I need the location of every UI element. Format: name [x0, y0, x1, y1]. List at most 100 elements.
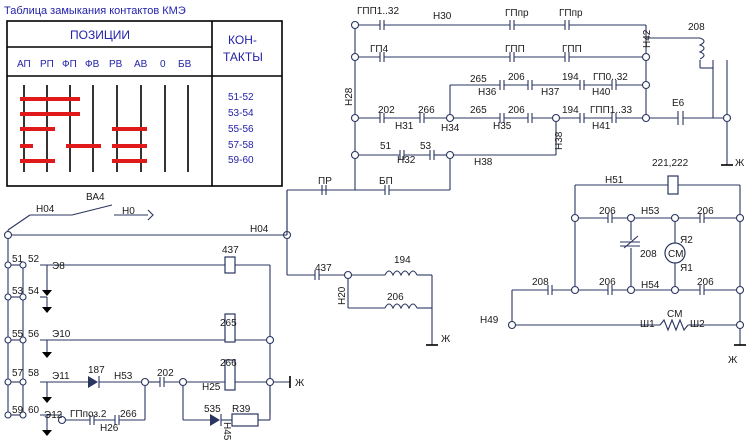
- label-c52: 52: [28, 254, 40, 265]
- label-n26: Н26: [100, 423, 119, 434]
- label-e8: Э8: [52, 261, 65, 272]
- label-n54: Н54: [641, 280, 660, 291]
- label-265-b: 265: [470, 105, 487, 116]
- label-e6: Е6: [672, 98, 685, 109]
- contact-closure-table: Таблица замыкания контактов КМЭ ПОЗИЦИИ …: [4, 5, 283, 187]
- label-gpp-1: ГПП: [505, 44, 525, 55]
- label-n53-left: Н53: [114, 371, 133, 382]
- label-gppoz: ГПпоз.2: [70, 409, 107, 420]
- label-53: 53: [420, 141, 432, 152]
- label-zh-2: Ж: [441, 334, 451, 345]
- label-265-a: 265: [470, 74, 487, 85]
- label-n28: Н28: [344, 87, 355, 106]
- label-535: 535: [204, 404, 221, 415]
- label-202-mid: 202: [378, 105, 395, 116]
- label-202-left: 202: [157, 368, 174, 379]
- contact-59-60: 59-60: [228, 155, 254, 166]
- label-208-top: 208: [688, 22, 705, 33]
- label-c57: 57: [12, 368, 24, 379]
- label-266-coil: 266: [220, 358, 237, 369]
- positions-header: ПОЗИЦИИ: [70, 28, 130, 42]
- position-av: АВ: [134, 59, 148, 70]
- label-187: 187: [88, 365, 105, 376]
- label-n40: Н40: [592, 87, 611, 98]
- label-n36: Н36: [478, 87, 497, 98]
- label-r39: R39: [232, 404, 251, 415]
- label-ya2: Я2: [680, 235, 693, 246]
- label-n04-b: Н04: [250, 224, 269, 235]
- position-bv: БВ: [178, 59, 192, 70]
- label-c53: 53: [12, 286, 24, 297]
- label-n42: Н42: [642, 29, 653, 48]
- label-c58: 58: [28, 368, 40, 379]
- table-title: Таблица замыкания контактов КМЭ: [4, 5, 186, 17]
- label-gppr-1: ГПпр: [505, 8, 529, 19]
- label-n0: Н0: [122, 206, 135, 217]
- label-194-b: 194: [562, 105, 579, 116]
- label-208-low: 208: [532, 277, 549, 288]
- label-bp: БП: [379, 176, 393, 187]
- label-n31: Н31: [395, 121, 414, 132]
- motor-circuit: 221,222 Н51 206 Н53 206 208 Я2 СМ Я1 208…: [480, 158, 746, 366]
- label-n30: Н30: [433, 11, 452, 22]
- position-fp: ФП: [62, 59, 77, 70]
- label-c56: 56: [28, 329, 40, 340]
- contact-55-56: 55-56: [228, 124, 254, 135]
- label-265-coil: 265: [220, 318, 237, 329]
- label-206-c: 206: [387, 292, 404, 303]
- label-51: 51: [380, 141, 392, 152]
- label-206-a: 206: [508, 72, 525, 83]
- position-rp: РП: [40, 59, 54, 70]
- label-c60: 60: [28, 405, 40, 416]
- contacts-header-2: ТАКТЫ: [223, 50, 263, 64]
- label-e10: Э10: [52, 329, 71, 340]
- label-c59: 59: [12, 405, 24, 416]
- label-va4: ВА4: [86, 192, 105, 203]
- label-206-e: 206: [697, 206, 714, 217]
- label-194-c: 194: [394, 255, 411, 266]
- label-zh-1: Ж: [735, 158, 745, 169]
- label-e12: Э12: [44, 410, 63, 421]
- label-zh-4: Ж: [728, 355, 738, 366]
- contact-51-52: 51-52: [228, 92, 254, 103]
- closure-bars: [20, 97, 147, 163]
- label-gpp1-33: ГПП1..33: [590, 105, 632, 116]
- label-gpp-2: ГПП: [562, 44, 582, 55]
- label-206-g: 206: [697, 277, 714, 288]
- label-266-mid: 266: [418, 105, 435, 116]
- label-c51: 51: [12, 254, 24, 265]
- label-c54: 54: [28, 286, 40, 297]
- label-n34: Н34: [441, 123, 460, 134]
- contacts-header-1: КОН-: [228, 33, 257, 47]
- label-sm-motor: СМ: [668, 249, 683, 260]
- label-gpp1-32: ГПП1..32: [357, 6, 399, 17]
- label-n37: Н37: [541, 87, 560, 98]
- label-pr: ПР: [318, 176, 332, 187]
- label-n38-vertical: Н38: [554, 131, 565, 150]
- label-sh1: Ш1: [640, 319, 655, 330]
- label-221-222: 221,222: [652, 158, 689, 169]
- label-n04-a: Н04: [36, 204, 55, 215]
- label-ya1: Я1: [680, 263, 693, 274]
- label-n32: Н32: [397, 155, 416, 166]
- label-gp4: ГП4: [370, 44, 389, 55]
- label-n51: Н51: [605, 175, 624, 186]
- label-194-a: 194: [562, 72, 579, 83]
- label-n45: Н45: [221, 422, 232, 441]
- label-n25: Н25: [202, 382, 221, 393]
- table-frame: [6, 20, 283, 187]
- label-c55: 55: [12, 329, 24, 340]
- label-sh2: Ш2: [690, 319, 705, 330]
- label-206-d: 206: [599, 206, 616, 217]
- label-n38: Н38: [474, 157, 493, 168]
- position-ap: АП: [17, 59, 31, 70]
- label-gppr-2: ГПпр: [559, 8, 583, 19]
- label-208-mid: 208: [640, 249, 657, 260]
- label-n35: Н35: [493, 121, 512, 132]
- label-266-left: 266: [120, 409, 137, 420]
- label-206-f: 206: [599, 277, 616, 288]
- label-n49: Н49: [480, 315, 499, 326]
- label-n41: Н41: [592, 121, 611, 132]
- label-n53-right: Н53: [641, 206, 660, 217]
